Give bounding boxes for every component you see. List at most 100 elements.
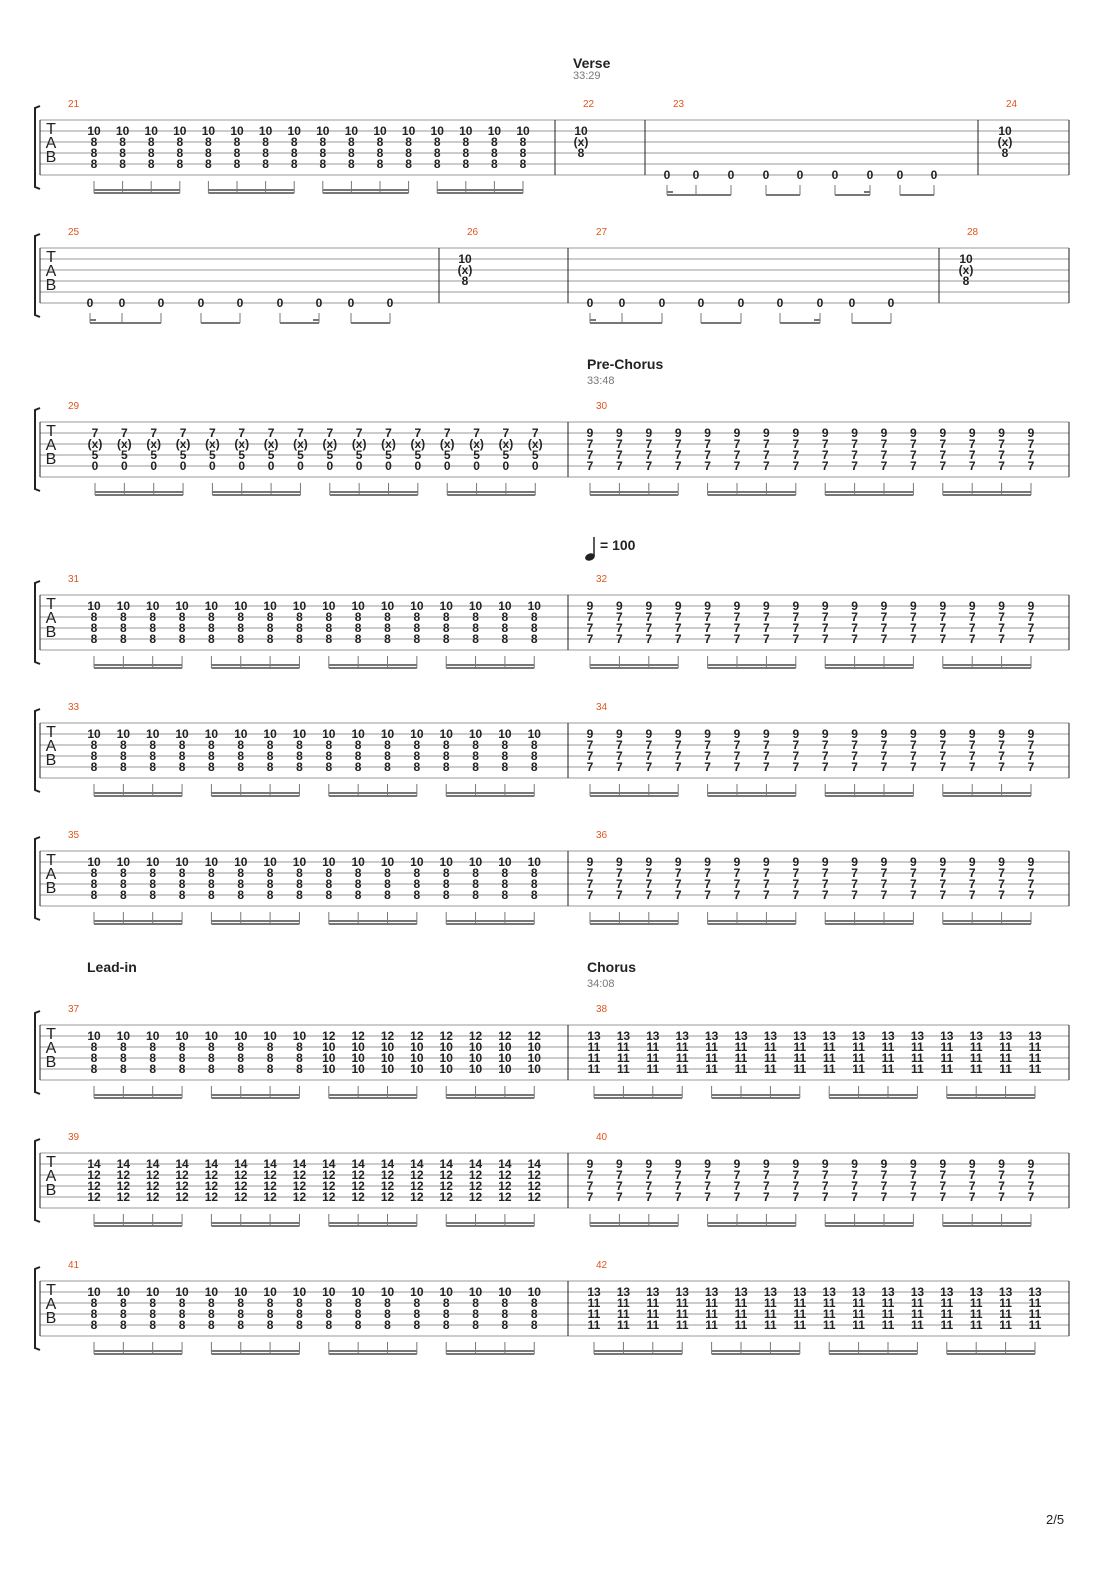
measure-number: 33: [68, 702, 80, 713]
fret-number: 10: [146, 727, 160, 741]
fret-number: 9: [851, 855, 858, 869]
fret-number: 8: [531, 888, 538, 902]
fret-number: 7: [969, 877, 976, 891]
fret-number: 13: [823, 1029, 837, 1043]
fret-number: 5: [356, 448, 363, 462]
fret-number: 12: [351, 1190, 365, 1204]
fret-number: 10: [410, 855, 424, 869]
fret-number: 8: [205, 146, 212, 160]
fret-number: 10: [528, 1040, 542, 1054]
fret-number: 0: [763, 168, 770, 182]
fret-number: 7: [939, 459, 946, 473]
fret-number: 12: [410, 1168, 424, 1182]
fret-number: 8: [296, 1307, 303, 1321]
fret-number: 7: [851, 1179, 858, 1193]
fret-number: 10: [117, 727, 131, 741]
fret-number: 11: [793, 1296, 806, 1310]
tab-clef-letter: A: [46, 866, 57, 883]
fret-number: 10: [293, 1285, 307, 1299]
fret-number: 11: [705, 1307, 718, 1321]
fret-number: 12: [322, 1168, 336, 1182]
fret-number: 11: [882, 1318, 895, 1332]
fret-number: 8: [208, 1318, 215, 1332]
fret-number: 9: [763, 855, 770, 869]
fret-number: 7: [675, 1168, 682, 1182]
fret-number: 8: [91, 1040, 98, 1054]
fret-number: 11: [911, 1318, 924, 1332]
fret-number: 11: [735, 1307, 748, 1321]
fret-number: 8: [262, 157, 269, 171]
fret-number: 8: [149, 877, 156, 891]
fret-number: 9: [851, 1157, 858, 1171]
fret-number: 12: [440, 1168, 454, 1182]
fret-number: 10: [528, 1062, 542, 1076]
fret-number: 10: [351, 1051, 365, 1065]
fret-number: 8: [208, 1062, 215, 1076]
fret-number: 9: [969, 599, 976, 613]
fret-number: 7: [675, 888, 682, 902]
fret-number: 13: [970, 1285, 984, 1299]
fret-number: 8: [405, 146, 412, 160]
fret-number: 8: [355, 866, 362, 880]
fret-number: 7: [939, 621, 946, 635]
fret-number: 7: [763, 448, 770, 462]
fret-number: 8: [237, 888, 244, 902]
fret-number: 11: [646, 1040, 659, 1054]
fret-number: 7: [881, 437, 888, 451]
fret-number: 13: [587, 1029, 601, 1043]
fret-number: 14: [293, 1157, 307, 1171]
fret-number: 7: [851, 760, 858, 774]
fret-number: 13: [793, 1285, 807, 1299]
fret-number: 8: [208, 738, 215, 752]
fret-number: 11: [823, 1051, 836, 1065]
fret-number: 11: [646, 1062, 659, 1076]
fret-number: 0: [867, 168, 874, 182]
fret-number: 8: [377, 135, 384, 149]
fret-number: 8: [120, 866, 127, 880]
fret-number: 9: [645, 855, 652, 869]
fret-number: 12: [117, 1190, 131, 1204]
fret-number: 11: [588, 1296, 601, 1310]
fret-number: 8: [208, 866, 215, 880]
fret-number: 14: [528, 1157, 542, 1171]
measure-number: 31: [68, 574, 80, 585]
fret-number: 8: [531, 621, 538, 635]
fret-number: 7: [385, 426, 392, 440]
quarter-note-icon: [585, 553, 595, 561]
fret-number: 9: [645, 1157, 652, 1171]
fret-number: (x): [998, 135, 1013, 149]
fret-number: 10: [351, 727, 365, 741]
fret-number: 8: [179, 877, 186, 891]
fret-number: 9: [763, 1157, 770, 1171]
staff-bracket: [34, 580, 41, 665]
fret-number: 0: [587, 296, 594, 310]
fret-number: 7: [910, 1168, 917, 1182]
fret-number: 8: [120, 1318, 127, 1332]
fret-number: 5: [121, 448, 128, 462]
fret-number: 9: [763, 599, 770, 613]
fret-number: 7: [851, 448, 858, 462]
fret-number: 7: [822, 760, 829, 774]
fret-number: 9: [939, 727, 946, 741]
fret-number: 7: [763, 459, 770, 473]
fret-number: 10: [202, 124, 216, 138]
fret-number: 5: [238, 448, 245, 462]
fret-number: 8: [578, 146, 585, 160]
fret-number: 12: [351, 1029, 365, 1043]
fret-number: 8: [120, 610, 127, 624]
fret-number: 7: [939, 749, 946, 763]
fret-number: 9: [792, 855, 799, 869]
fret-number: 14: [351, 1157, 365, 1171]
fret-number: 7: [851, 1190, 858, 1204]
fret-number: 9: [881, 727, 888, 741]
measure-number: 24: [1006, 99, 1018, 110]
fret-number: 8: [237, 760, 244, 774]
fret-number: 12: [117, 1179, 131, 1193]
fret-number: 0: [473, 459, 480, 473]
fret-number: 11: [823, 1307, 836, 1321]
fret-number: 7: [150, 426, 157, 440]
fret-number: 10: [146, 599, 160, 613]
fret-number: 7: [939, 760, 946, 774]
fret-number: 9: [734, 727, 741, 741]
